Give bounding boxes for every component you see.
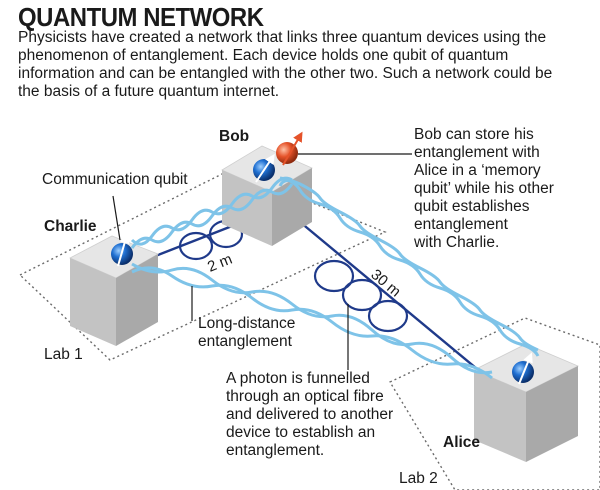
lab1-label: Lab 1 bbox=[44, 346, 83, 363]
fibre-coil-long bbox=[313, 259, 409, 333]
long-distance-note: Long-distance entanglement bbox=[198, 315, 295, 351]
lab2-floor bbox=[389, 317, 600, 490]
alice-communication-qubit-icon bbox=[512, 352, 534, 385]
bob-memory-line: entanglement bbox=[414, 216, 508, 233]
bob-memory-qubit-icon bbox=[276, 131, 303, 166]
bob-memory-line: entanglement with bbox=[414, 144, 540, 161]
intro-text: Physicists have created a network that l… bbox=[18, 29, 553, 100]
bob-label: Bob bbox=[219, 128, 250, 145]
photon-line: device to establish an bbox=[226, 424, 376, 441]
bob-memory-line: Alice in a ‘memory bbox=[414, 162, 541, 179]
long-distance-line: Long-distance bbox=[198, 315, 296, 332]
photon-line: entanglement. bbox=[226, 442, 325, 459]
charlie-communication-qubit-icon bbox=[111, 233, 133, 267]
entanglement-charlie-alice bbox=[131, 262, 493, 380]
bob-communication-qubit-icon bbox=[253, 153, 275, 183]
photon-line: through an optical fibre bbox=[226, 388, 384, 405]
bob-memory-line: with Charlie. bbox=[414, 234, 500, 251]
entanglement-bob-alice bbox=[278, 176, 540, 357]
charlie-label: Charlie bbox=[44, 218, 97, 235]
lab1-floor bbox=[18, 169, 387, 361]
distance-label-long: 30 m bbox=[367, 266, 403, 300]
photon-line: and delivered to another bbox=[226, 406, 394, 423]
leader-communication-qubit bbox=[112, 195, 121, 241]
communication-qubit-label: Communication qubit bbox=[42, 171, 188, 188]
alice-label: Alice bbox=[443, 434, 481, 451]
bob-memory-note: Bob can store his entanglement with Alic… bbox=[414, 126, 600, 252]
bob-memory-line: qubit establishes bbox=[414, 198, 530, 215]
lab2-label: Lab 2 bbox=[399, 470, 438, 487]
figure-title: QUANTUM NETWORK bbox=[18, 2, 264, 32]
photon-line: A photon is funnelled bbox=[226, 370, 370, 387]
photon-note: A photon is funnelled through an optical… bbox=[226, 370, 426, 460]
bob-memory-line: Bob can store his bbox=[414, 126, 534, 143]
long-distance-line: entanglement bbox=[198, 333, 292, 350]
bob-memory-line: qubit’ while his other bbox=[414, 180, 554, 197]
entanglement-charlie-bob bbox=[130, 176, 294, 249]
